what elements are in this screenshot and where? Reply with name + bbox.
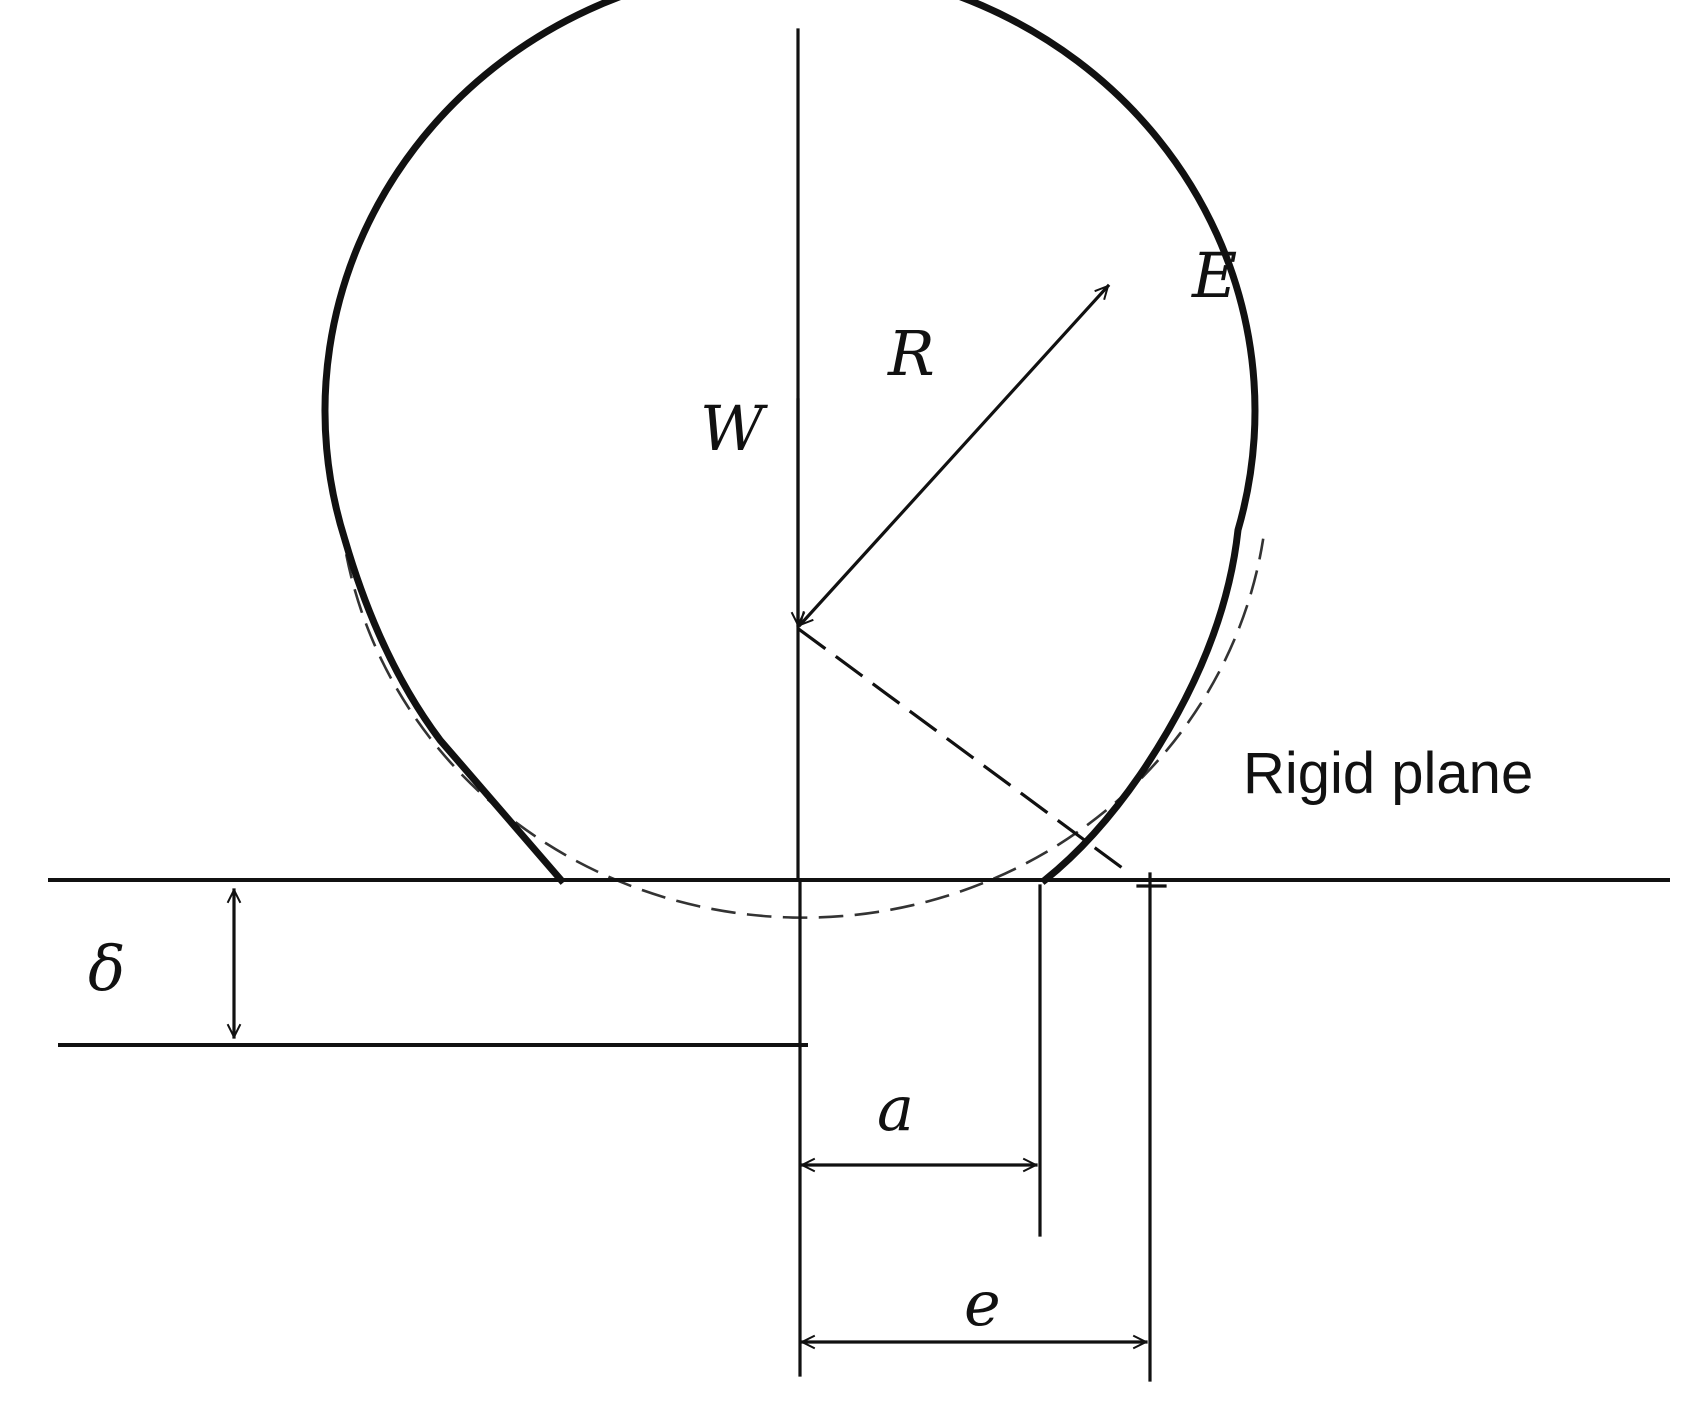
undeformed-radius-dashed [797, 627, 1128, 873]
label-contact-width: a [877, 1072, 914, 1145]
label-modulus: E [1191, 239, 1237, 312]
radius-arrow [797, 283, 1111, 628]
deformed-body-outline [321, 0, 1259, 885]
label-extent: e [964, 1267, 1001, 1340]
label-rigid-plane: Rigid plane [1243, 741, 1533, 806]
label-load: W [700, 392, 768, 465]
label-deformation: δ [88, 932, 125, 1005]
undeformed-outline [339, 518, 1265, 919]
label-radius: R [887, 317, 935, 390]
